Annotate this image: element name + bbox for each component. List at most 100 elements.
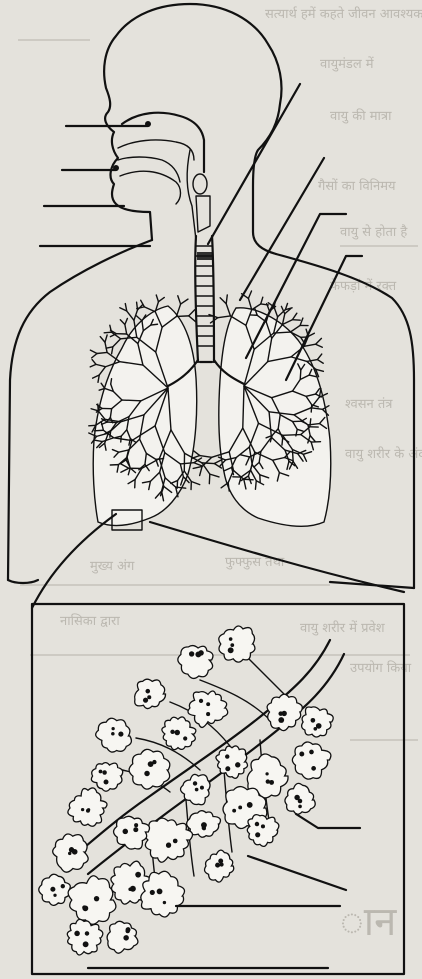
alveolar-sac xyxy=(178,646,213,679)
bronchiole-line xyxy=(97,352,107,353)
bleed-line: फुफ्फुस तथा xyxy=(225,555,285,570)
bronchiole-line xyxy=(226,295,227,304)
bronchiole-line xyxy=(292,313,296,320)
alveolus-stipple xyxy=(50,887,55,892)
bronchiole-line xyxy=(255,481,256,490)
alveolar-sac xyxy=(302,707,334,737)
bronchiole-line xyxy=(220,298,226,304)
bronchiole-line xyxy=(300,318,303,325)
alveolus-stipple xyxy=(111,727,114,730)
bronchiole-line xyxy=(317,354,321,360)
alveolus-stipple xyxy=(147,695,151,699)
alveolus-stipple xyxy=(102,770,106,774)
alveolus-stipple xyxy=(123,935,129,941)
bronchiole-line xyxy=(176,304,180,316)
bronchiole-line xyxy=(316,344,323,347)
bronchiole-line xyxy=(261,297,263,304)
left-lung xyxy=(93,306,197,525)
alveolus-stipple xyxy=(266,779,270,783)
bleed-line: वायुमंडल में xyxy=(320,56,374,72)
bronchiole-line xyxy=(113,339,121,347)
alveolus-stipple xyxy=(81,808,84,811)
bronchiole-line xyxy=(200,456,212,458)
bronchiole-line xyxy=(112,347,113,354)
bronchiole-line xyxy=(210,474,219,477)
bronchiole-line xyxy=(104,332,111,333)
alveolar-sac xyxy=(114,816,150,849)
alveolus-stipple xyxy=(198,650,204,656)
bronchiole-line xyxy=(158,297,164,301)
alveolus-stipple xyxy=(238,806,242,810)
alveolar-sac xyxy=(67,919,103,955)
bronchiole-line xyxy=(218,316,231,318)
bleed-line: वायु शरीर में प्रवेश xyxy=(300,620,386,636)
alveolus-stipple xyxy=(202,827,206,831)
alveolar-sac xyxy=(292,742,331,779)
bronchiole-line xyxy=(100,337,105,343)
alveolus-stipple xyxy=(278,717,284,723)
alveolus-stipple xyxy=(74,931,80,937)
alveolus-stipple xyxy=(235,762,240,767)
bronchiole-line xyxy=(151,324,158,325)
bronchiole-line xyxy=(290,325,300,332)
bronchiole-line xyxy=(300,370,301,379)
alveolus-stipple xyxy=(309,750,314,755)
bronchiole-line xyxy=(94,430,103,431)
alveolus-stipple xyxy=(166,843,171,848)
bronchiole-line xyxy=(200,466,202,475)
alveolus-stipple xyxy=(199,699,203,703)
alveolus-stipple xyxy=(193,781,197,785)
alveolus-stipple xyxy=(82,905,88,911)
bleed-line: वायु शरीर के अंदर xyxy=(345,446,422,462)
alveolus-stipple xyxy=(255,832,260,837)
waist-left xyxy=(8,580,38,583)
alveolus-stipple xyxy=(232,809,236,813)
leader-alveolar-duct xyxy=(248,856,346,890)
epiglottis xyxy=(193,174,207,194)
alveolus-stipple xyxy=(133,827,138,832)
alveolus-stipple xyxy=(123,829,129,835)
alveolus-stipple xyxy=(150,890,155,895)
alveolus-stipple xyxy=(255,822,259,826)
alveolus-stipple xyxy=(195,788,199,792)
bronchiole-line xyxy=(120,320,125,325)
tongue xyxy=(120,171,181,204)
bronchiole-line xyxy=(202,457,212,466)
alveolus-stipple xyxy=(118,732,123,737)
alveolus-stipple xyxy=(148,761,154,767)
alveolar-sac xyxy=(144,818,192,862)
bronchiole-line xyxy=(92,353,97,357)
alveolus-stipple xyxy=(83,941,89,947)
alveolus-stipple xyxy=(128,888,132,892)
alveolus-stipple xyxy=(311,766,316,771)
alveolus-stipple xyxy=(53,894,56,897)
alveolus-stipple xyxy=(173,839,178,844)
alveolus-stipple xyxy=(298,805,302,809)
alveolus-stipple xyxy=(143,698,148,703)
bleed-line: नासिका द्वारा xyxy=(60,613,120,629)
alveolus-stipple xyxy=(183,736,187,740)
alveolus-stipple xyxy=(170,730,174,734)
bronchiole-line xyxy=(99,367,105,375)
bronchiole-line xyxy=(89,425,96,426)
bronchiole-line xyxy=(189,310,195,316)
alveolus-stipple xyxy=(126,927,131,932)
bronchiole-line xyxy=(156,295,158,302)
bronchiole-line xyxy=(125,324,127,334)
alveolus-stipple xyxy=(144,771,150,777)
bronchiole-line xyxy=(191,481,199,484)
bronchiole-line xyxy=(316,338,322,344)
leader-dot-mouth xyxy=(113,165,119,171)
bronchiole-line xyxy=(274,307,278,317)
alveolus-stipple xyxy=(68,852,71,855)
bronchiole-line xyxy=(194,451,200,456)
alveolus-stipple xyxy=(135,872,141,878)
alveolus-stipple xyxy=(111,732,115,736)
alveolus-stipple xyxy=(215,863,220,868)
alveolus-stipple xyxy=(200,786,204,790)
bronchiole-line xyxy=(134,310,138,320)
bleed-line: फेफड़ों में रक्त xyxy=(330,278,397,294)
alveolar-sac xyxy=(219,626,255,662)
bronchiole-line xyxy=(176,316,188,317)
